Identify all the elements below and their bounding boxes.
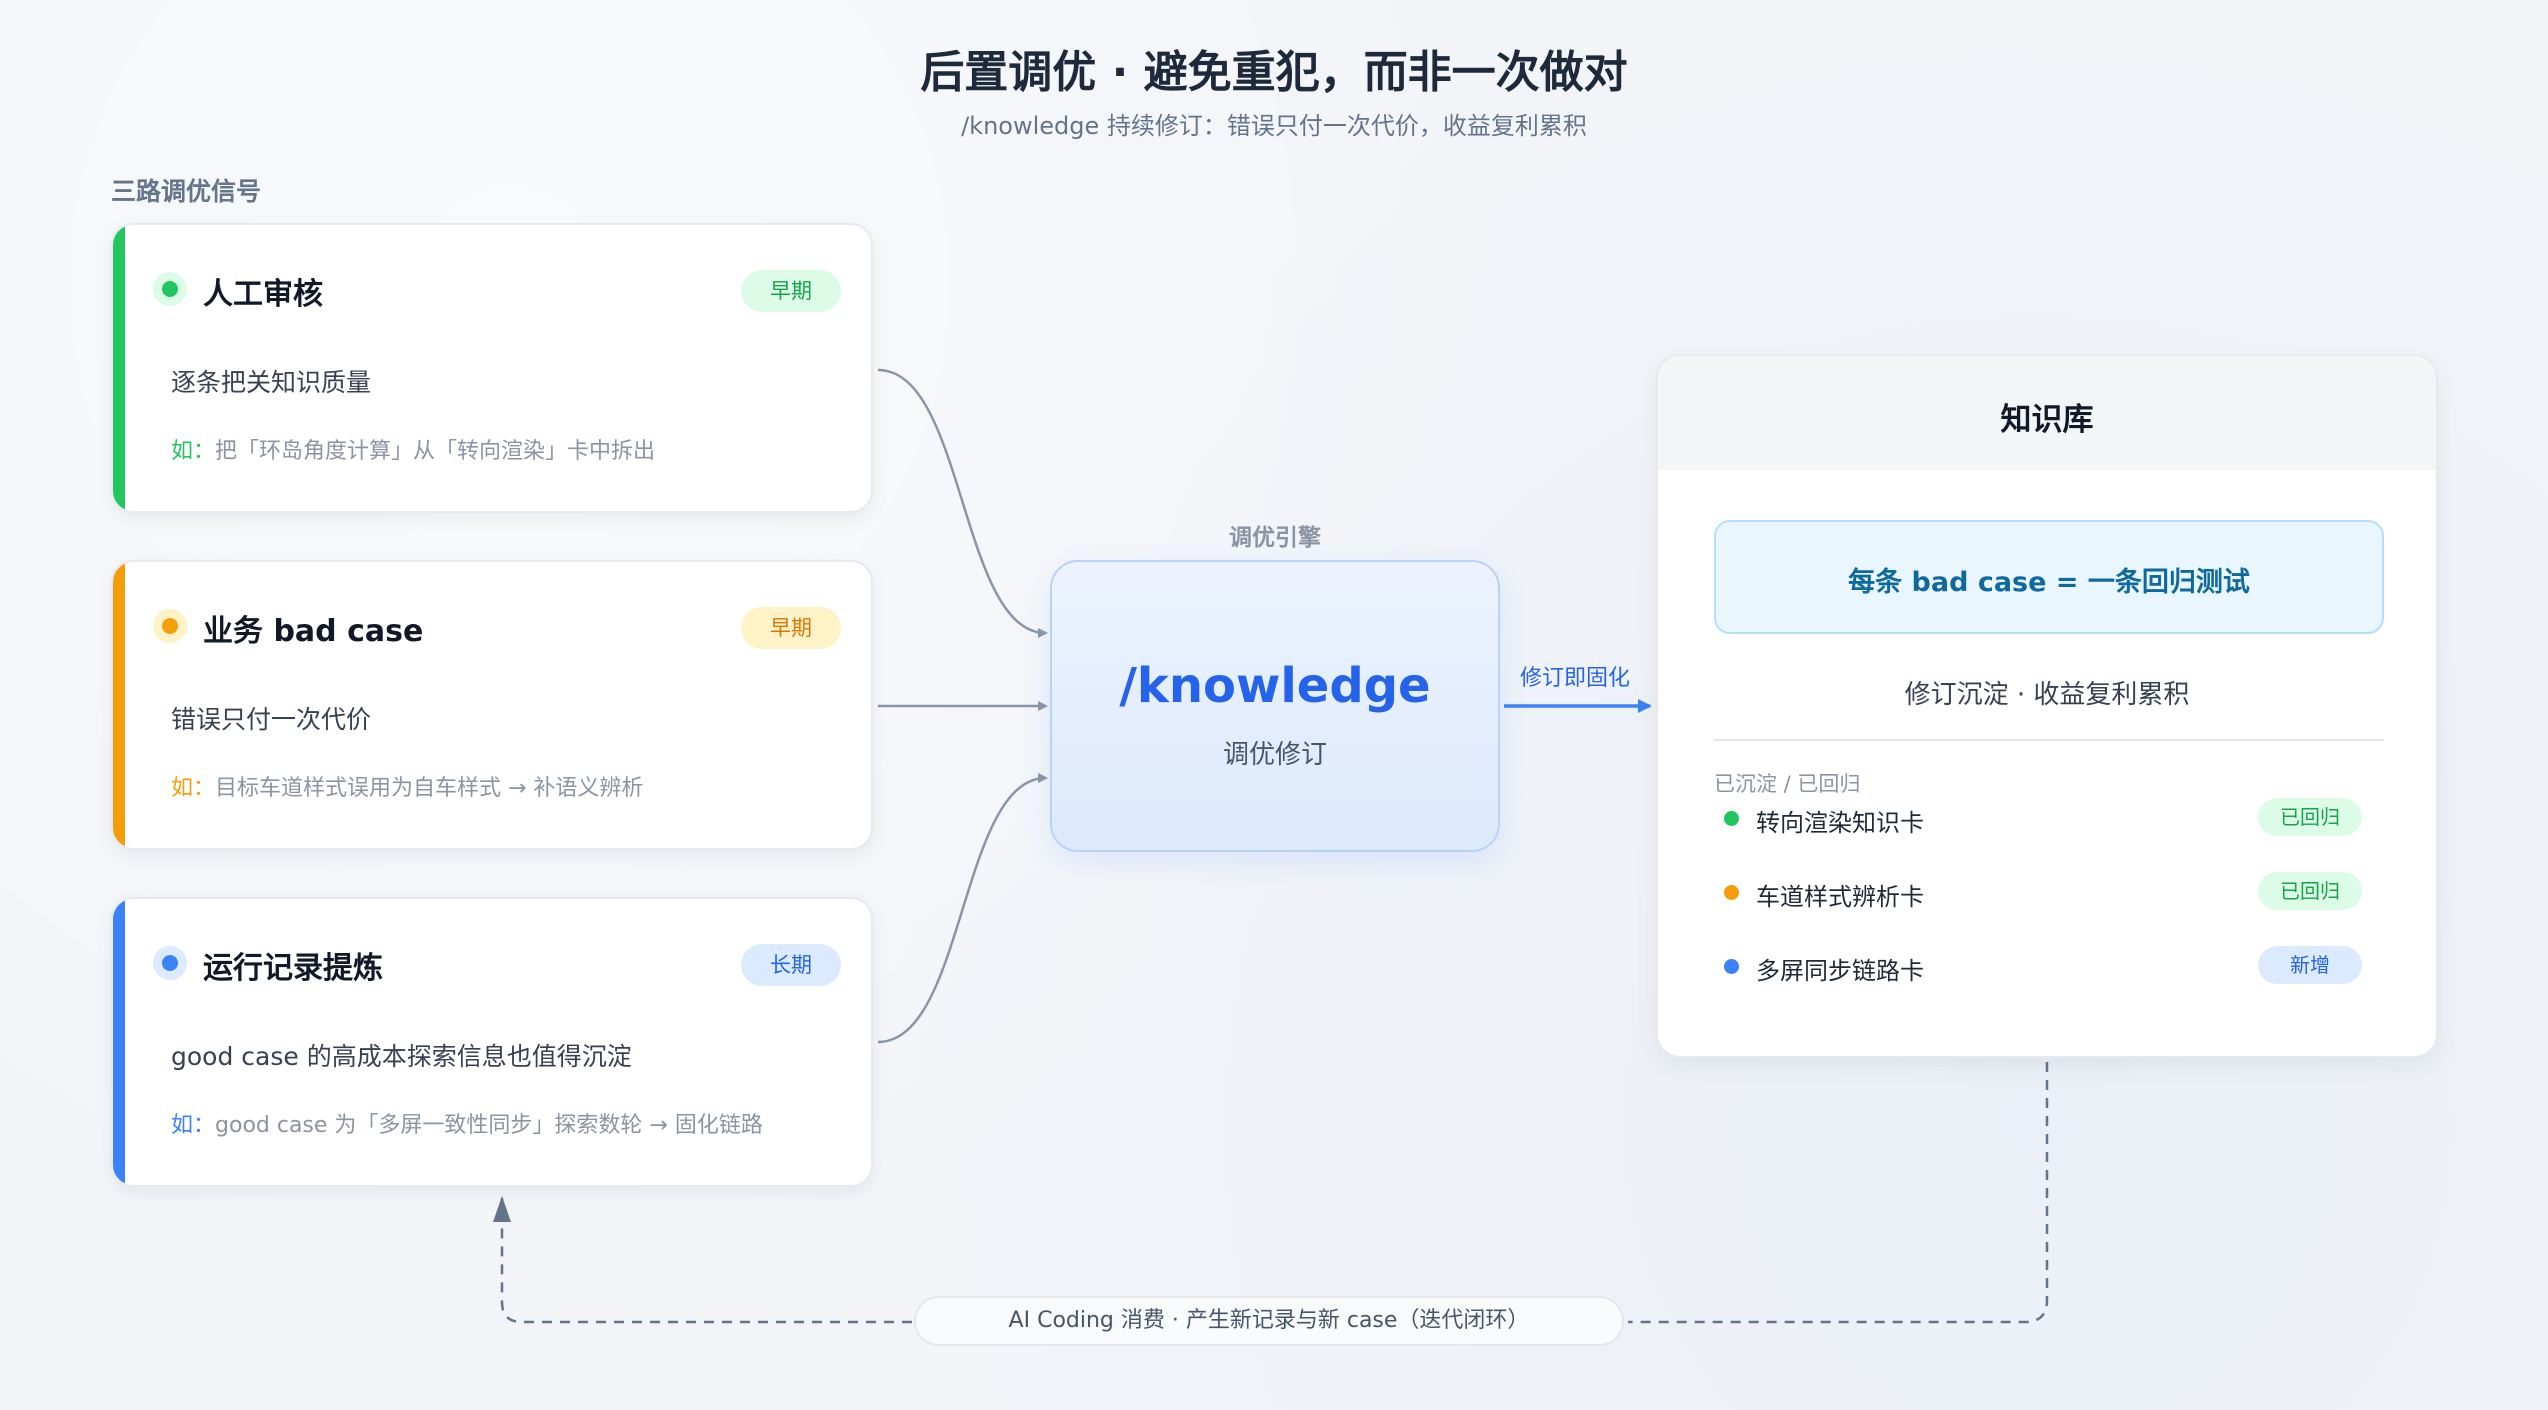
card-title: 运行记录提炼 xyxy=(203,951,383,986)
card-accent-stripe xyxy=(113,225,125,511)
bullet-dot-icon xyxy=(1724,959,1739,974)
status-dot-icon xyxy=(153,609,187,643)
card-example: 如：把「环岛角度计算」从「转向渲染」卡中拆出 xyxy=(171,433,655,465)
regression-rule-box: 每条 bad case = 一条回归测试 xyxy=(1714,520,2384,634)
connector-feedback-loop xyxy=(500,1062,2049,1324)
knowledge-engine-box[interactable]: /knowledge 调优修订 xyxy=(1050,560,1500,852)
kb-list-item[interactable]: 车道样式辨析卡 已回归 xyxy=(1714,870,2384,914)
example-prefix: 如： xyxy=(171,1113,216,1138)
card-description: 逐条把关知识质量 xyxy=(171,368,372,397)
kb-item-name: 车道样式辨析卡 xyxy=(1756,883,1924,911)
example-text: 目标车道样式误用为自车样式 → 补语义辨析 xyxy=(215,776,644,801)
phase-badge: 长期 xyxy=(741,944,841,986)
kb-item-status-badge: 已回归 xyxy=(2258,872,2362,910)
kb-list-item[interactable]: 多屏同步链路卡 新增 xyxy=(1714,944,2384,988)
loop-arrowhead xyxy=(493,1196,511,1222)
engine-name: /knowledge xyxy=(1119,658,1431,714)
signals-section-label: 三路调优信号 xyxy=(111,177,262,206)
kb-list-label: 已沉淀 / 已回归 xyxy=(1714,772,1861,796)
card-example: 如：目标车道样式误用为自车样式 → 补语义辨析 xyxy=(171,770,643,802)
kb-list-item[interactable]: 转向渲染知识卡 已回归 xyxy=(1714,796,2384,840)
engine-label: 调优引擎 xyxy=(1229,525,1321,551)
signal-card-human-review[interactable]: 人工审核 早期 逐条把关知识质量 如：把「环岛角度计算」从「转向渲染」卡中拆出 xyxy=(111,223,873,513)
example-text: 把「环岛角度计算」从「转向渲染」卡中拆出 xyxy=(215,439,656,464)
example-prefix: 如： xyxy=(171,439,216,464)
page-title: 后置调优 · 避免重犯，而非一次做对 xyxy=(920,47,1628,98)
connector-review-to-engine xyxy=(877,368,1048,638)
engine-subtitle: 调优修订 xyxy=(1222,740,1327,770)
kb-item-name: 多屏同步链路卡 xyxy=(1756,957,1924,985)
flow-label: 修订即固化 xyxy=(1519,666,1630,691)
card-example: 如：good case 为「多屏一致性同步」探索数轮 → 固化链路 xyxy=(171,1107,763,1139)
divider xyxy=(1714,739,2384,741)
connector-records-to-engine xyxy=(877,773,1048,1044)
bullet-dot-icon xyxy=(1724,811,1739,826)
phase-badge: 早期 xyxy=(741,270,841,312)
kb-header: 知识库 xyxy=(1658,356,2436,470)
phase-badge: 早期 xyxy=(741,607,841,649)
card-description: good case 的高成本探索信息也值得沉淀 xyxy=(171,1042,632,1071)
bullet-dot-icon xyxy=(1724,885,1739,900)
page-subtitle: /knowledge 持续修订：错误只付一次代价，收益复利累积 xyxy=(961,112,1587,140)
card-accent-stripe xyxy=(113,562,125,848)
example-prefix: 如： xyxy=(171,776,216,801)
regression-rule-text: 每条 bad case = 一条回归测试 xyxy=(1848,567,2250,598)
kb-item-status-badge: 新增 xyxy=(2258,946,2362,984)
signal-card-run-records[interactable]: 运行记录提炼 长期 good case 的高成本探索信息也值得沉淀 如：good… xyxy=(111,897,873,1187)
status-dot-icon xyxy=(153,272,187,306)
example-text: good case 为「多屏一致性同步」探索数轮 → 固化链路 xyxy=(215,1113,763,1138)
card-title: 人工审核 xyxy=(203,277,323,312)
accumulate-text: 修订沉淀 · 收益复利累积 xyxy=(1904,680,2190,710)
knowledge-base-panel: 知识库 每条 bad case = 一条回归测试 修订沉淀 · 收益复利累积 已… xyxy=(1656,354,2438,1058)
card-title: 业务 bad case xyxy=(203,614,424,649)
kb-title: 知识库 xyxy=(2000,402,2094,438)
kb-item-name: 转向渲染知识卡 xyxy=(1756,809,1924,837)
status-dot-icon xyxy=(153,946,187,980)
card-accent-stripe xyxy=(113,899,125,1185)
signal-card-bad-case[interactable]: 业务 bad case 早期 错误只付一次代价 如：目标车道样式误用为自车样式 … xyxy=(111,560,873,850)
feedback-loop-label: AI Coding 消费 · 产生新记录与新 case（迭代闭环） xyxy=(914,1296,1624,1346)
card-description: 错误只付一次代价 xyxy=(171,705,372,734)
kb-item-status-badge: 已回归 xyxy=(2258,798,2362,836)
